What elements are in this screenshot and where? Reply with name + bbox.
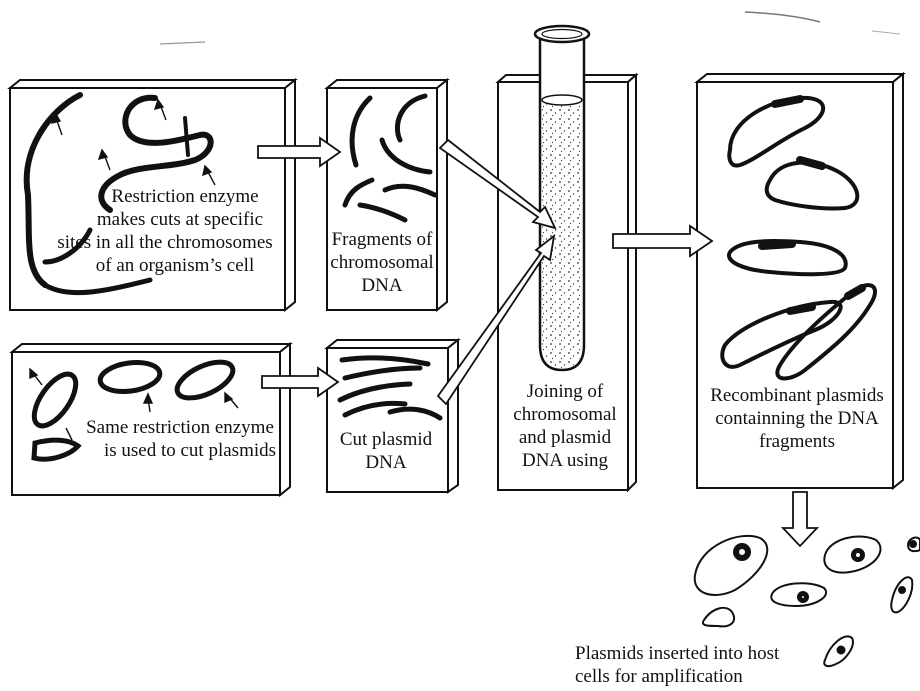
joining-caption-line: chromosomal (500, 403, 630, 426)
arrow-recombinant-to-host (783, 492, 817, 546)
test-tube (535, 26, 589, 370)
chromosome-caption-line: sites in all the chromosomes (40, 231, 290, 254)
chromosome-caption-line: makes cuts at specific (40, 208, 290, 231)
recombinant-caption-line: fragments (697, 430, 897, 453)
host-cells-caption-line: cells for amplification (575, 665, 835, 688)
joining-caption-line: and plasmid (500, 426, 630, 449)
chromosome-caption-line: of an organism’s cell (40, 254, 290, 277)
scan-mark (160, 42, 205, 44)
recombinant-caption-line: containning the DNA (697, 407, 897, 430)
plasmid-caption-line: is used to cut plasmids (60, 439, 300, 462)
cut-plasmid-caption-line: Cut plasmid (327, 428, 445, 451)
recombinant-caption: Recombinant plasmids containning the DNA… (697, 384, 897, 453)
fragments-caption-line: chromosomal (322, 251, 442, 274)
chromosome-caption-line: Restriction enzyme (40, 185, 290, 208)
joining-caption-line: Joining of (500, 380, 630, 403)
scan-mark (872, 31, 900, 34)
plasmid-caption-line: Same restriction enzyme (60, 416, 300, 439)
fragments-caption-line: DNA (322, 274, 442, 297)
cut-plasmid-caption-line: DNA (327, 451, 445, 474)
chromosome-caption: Restriction enzyme makes cuts at specifi… (40, 185, 290, 277)
scan-mark (745, 12, 820, 22)
plasmid-caption: Same restriction enzyme is used to cut p… (60, 416, 300, 462)
host-cells-caption-line: Plasmids inserted into host (575, 642, 835, 665)
fragments-caption-line: Fragments of (322, 228, 442, 251)
cut-plasmid-caption: Cut plasmid DNA (327, 428, 445, 474)
joining-caption: Joining of chromosomal and plasmid DNA u… (500, 380, 630, 472)
joining-caption-line: DNA using (500, 449, 630, 472)
fragments-caption: Fragments of chromosomal DNA (322, 228, 442, 297)
recombinant-caption-line: Recombinant plasmids (697, 384, 897, 407)
host-cells-caption: Plasmids inserted into host cells for am… (575, 642, 835, 688)
